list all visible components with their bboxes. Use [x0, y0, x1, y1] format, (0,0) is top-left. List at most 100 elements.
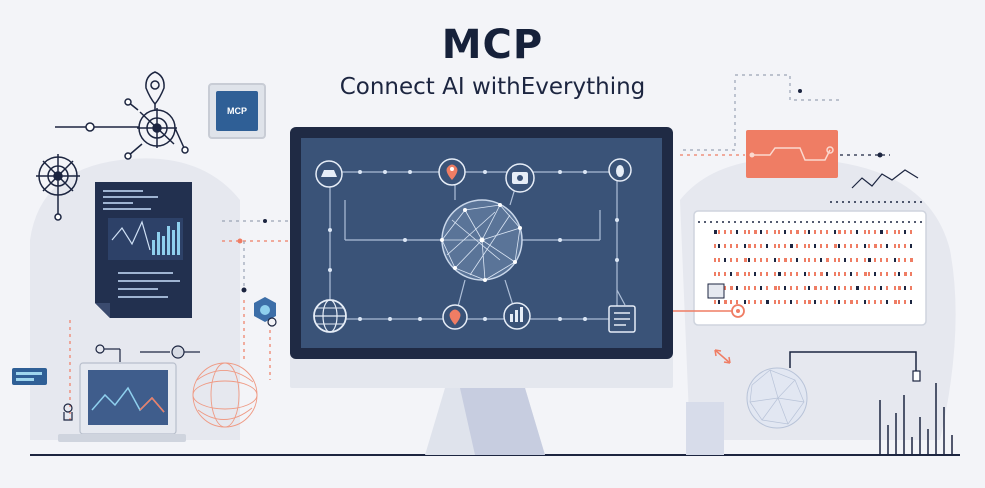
panel-tick [886, 286, 888, 290]
panel-tick [814, 230, 816, 234]
panel-tick [820, 244, 822, 248]
panel-tick [760, 272, 762, 276]
panel-tick [724, 272, 726, 276]
panel-tick [898, 230, 900, 234]
panel-tick [910, 300, 912, 304]
panel-tick [790, 230, 792, 234]
panel-tick [774, 300, 776, 304]
panel-tick [850, 244, 852, 248]
panel-tick [754, 244, 756, 248]
mcp-badge-card: MCP [208, 83, 266, 139]
panel-tick [886, 258, 888, 262]
car-icon [315, 160, 343, 188]
panel-tick [754, 272, 756, 276]
panel-tick [808, 300, 811, 304]
page-title: MCP [441, 22, 544, 68]
panel-tick [796, 286, 798, 290]
panel-tick [744, 300, 746, 304]
cable-line [789, 351, 917, 372]
panel-tick [730, 258, 732, 262]
panel-tick [736, 230, 738, 234]
panel-tick [774, 258, 776, 262]
panel-tick [844, 272, 846, 276]
panel-tick [804, 230, 806, 234]
panel-tick [880, 286, 882, 290]
panel-tick [894, 258, 896, 262]
panel-tick [754, 300, 756, 304]
panel-tick [774, 244, 776, 248]
database-icon [254, 297, 277, 327]
panel-tick [894, 230, 896, 234]
panel-tick [904, 300, 906, 304]
panel-tick [714, 230, 717, 234]
panel-tick [766, 258, 768, 262]
panel-tick [744, 230, 746, 234]
target-icon-top [90, 71, 186, 157]
target-icon-left [36, 154, 80, 214]
panel-tick [736, 244, 738, 248]
panel-tick [886, 244, 888, 248]
panel-tick [820, 300, 822, 304]
panel-tick [910, 272, 912, 276]
tag-card-line-2 [16, 378, 34, 381]
panel-tick [874, 230, 876, 234]
panel-tick [724, 230, 726, 234]
panel-tick [868, 300, 870, 304]
panel-tick [718, 244, 720, 248]
panel-tick [790, 272, 792, 276]
panel-tick [784, 272, 786, 276]
laptop-widgets [63, 344, 200, 421]
panel-tick [868, 286, 870, 290]
panel-tick [748, 272, 750, 276]
panel-tick [814, 272, 816, 276]
panel-tick [766, 272, 768, 276]
panel-tick [880, 300, 882, 304]
panel-tick [850, 300, 853, 304]
panel-tick [886, 300, 888, 304]
panel-tick [808, 258, 810, 262]
panel-tick [814, 286, 817, 290]
panel-tick [834, 272, 836, 276]
panel-tick [880, 230, 883, 234]
screen-dots [328, 170, 619, 321]
panel-tick [744, 258, 747, 262]
panel-tick [718, 272, 720, 276]
panel-tick [838, 272, 840, 276]
panel-tick [898, 244, 900, 248]
panel-tick [730, 230, 732, 234]
panel-tick [834, 258, 836, 262]
panel-tick [820, 258, 822, 262]
panel-tick [880, 258, 882, 262]
panel-tick [748, 244, 751, 248]
panel-tick [724, 244, 726, 248]
cable-connector [912, 370, 921, 382]
panel-tick [834, 300, 836, 304]
panel-tick [790, 300, 792, 304]
panel-tick [826, 244, 828, 248]
location-pin-icon [438, 158, 466, 186]
panel-tick [910, 286, 912, 290]
panel-tick [898, 258, 900, 262]
panel-tick [898, 272, 900, 276]
globe-icon [313, 299, 347, 333]
panel-tick [826, 272, 828, 276]
panel-tick [868, 258, 871, 262]
panel-tick [864, 258, 866, 262]
page-subtitle: Connect AI withEverything [339, 74, 646, 100]
panel-tick [808, 286, 810, 290]
panel-tick [856, 258, 858, 262]
dashboard-document [95, 182, 192, 318]
panel-tick [718, 230, 720, 234]
panel-tick [856, 300, 858, 304]
panel-tick [784, 300, 786, 304]
panel-tick [724, 286, 726, 290]
panel-tick [796, 230, 799, 234]
panel-tick [844, 230, 846, 234]
panel-tick [714, 258, 716, 262]
panel-tick [808, 230, 810, 234]
panel-tick [864, 230, 866, 234]
panel-tick [760, 258, 762, 262]
panel-tick [784, 286, 786, 290]
panel-tick [760, 230, 762, 234]
